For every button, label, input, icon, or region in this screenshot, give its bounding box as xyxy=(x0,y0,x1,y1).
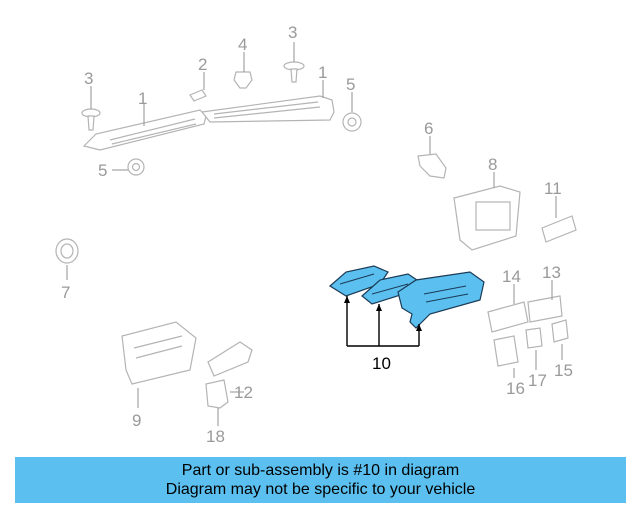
part-3-screw-left[interactable] xyxy=(81,108,101,131)
callout-4: 4 xyxy=(238,35,247,54)
callout-5-left: 5 xyxy=(98,161,107,180)
callout-6: 6 xyxy=(424,119,433,138)
callout-13: 13 xyxy=(542,263,561,282)
banner-line-1: Part or sub-assembly is #10 in diagram xyxy=(181,462,460,479)
callout-16: 16 xyxy=(506,379,525,398)
info-banner: Part or sub-assembly is #10 in diagram D… xyxy=(15,457,626,503)
part-18-cover[interactable] xyxy=(205,379,229,409)
part-14-vent[interactable] xyxy=(487,301,529,333)
part-5-grommet-right[interactable] xyxy=(342,112,362,132)
callout-15: 15 xyxy=(554,361,573,380)
part-15-clip[interactable] xyxy=(551,319,569,343)
leader-lines xyxy=(66,42,563,426)
part-8-bezel[interactable] xyxy=(453,185,521,251)
callout-5-right: 5 xyxy=(346,75,355,94)
callout-1-right: 1 xyxy=(318,63,327,82)
leader-lines-part-10 xyxy=(344,296,422,347)
callout-1-left: 1 xyxy=(138,89,147,108)
callout-7: 7 xyxy=(61,283,70,302)
callout-18: 18 xyxy=(206,427,225,446)
part-7-round-vent[interactable] xyxy=(55,238,79,264)
part-9-duct[interactable] xyxy=(121,321,197,385)
callout-9: 9 xyxy=(132,411,141,430)
part-6-vent[interactable] xyxy=(417,153,447,179)
part-16-bracket[interactable] xyxy=(493,335,519,367)
part-17-bracket[interactable] xyxy=(525,327,543,349)
part-1-trim-right[interactable] xyxy=(200,95,335,123)
banner-line-2: Diagram may not be specific to your vehi… xyxy=(165,481,476,498)
parts-diagram: 3 1 2 4 3 1 5 5 6 8 11 7 14 13 10 9 12 1… xyxy=(55,23,577,446)
callout-3-left: 3 xyxy=(84,69,93,88)
callout-17: 17 xyxy=(528,371,547,390)
part-4-clip[interactable] xyxy=(233,71,253,89)
callout-10: 10 xyxy=(372,354,391,373)
callout-14: 14 xyxy=(502,267,521,286)
part-2-clip[interactable] xyxy=(189,89,207,102)
callout-8: 8 xyxy=(488,155,497,174)
part-5-grommet-left[interactable] xyxy=(127,158,145,176)
part-11-vent[interactable] xyxy=(541,215,577,243)
callout-2: 2 xyxy=(198,55,207,74)
callout-3-right: 3 xyxy=(288,23,297,42)
part-1-trim-left[interactable] xyxy=(82,109,207,151)
part-12-vent[interactable] xyxy=(207,341,253,377)
callout-12: 12 xyxy=(234,383,253,402)
part-3-screw-right[interactable] xyxy=(283,61,305,83)
part-10-highlighted[interactable] xyxy=(328,265,485,329)
part-13-vent[interactable] xyxy=(527,295,563,323)
callout-11: 11 xyxy=(544,179,562,198)
